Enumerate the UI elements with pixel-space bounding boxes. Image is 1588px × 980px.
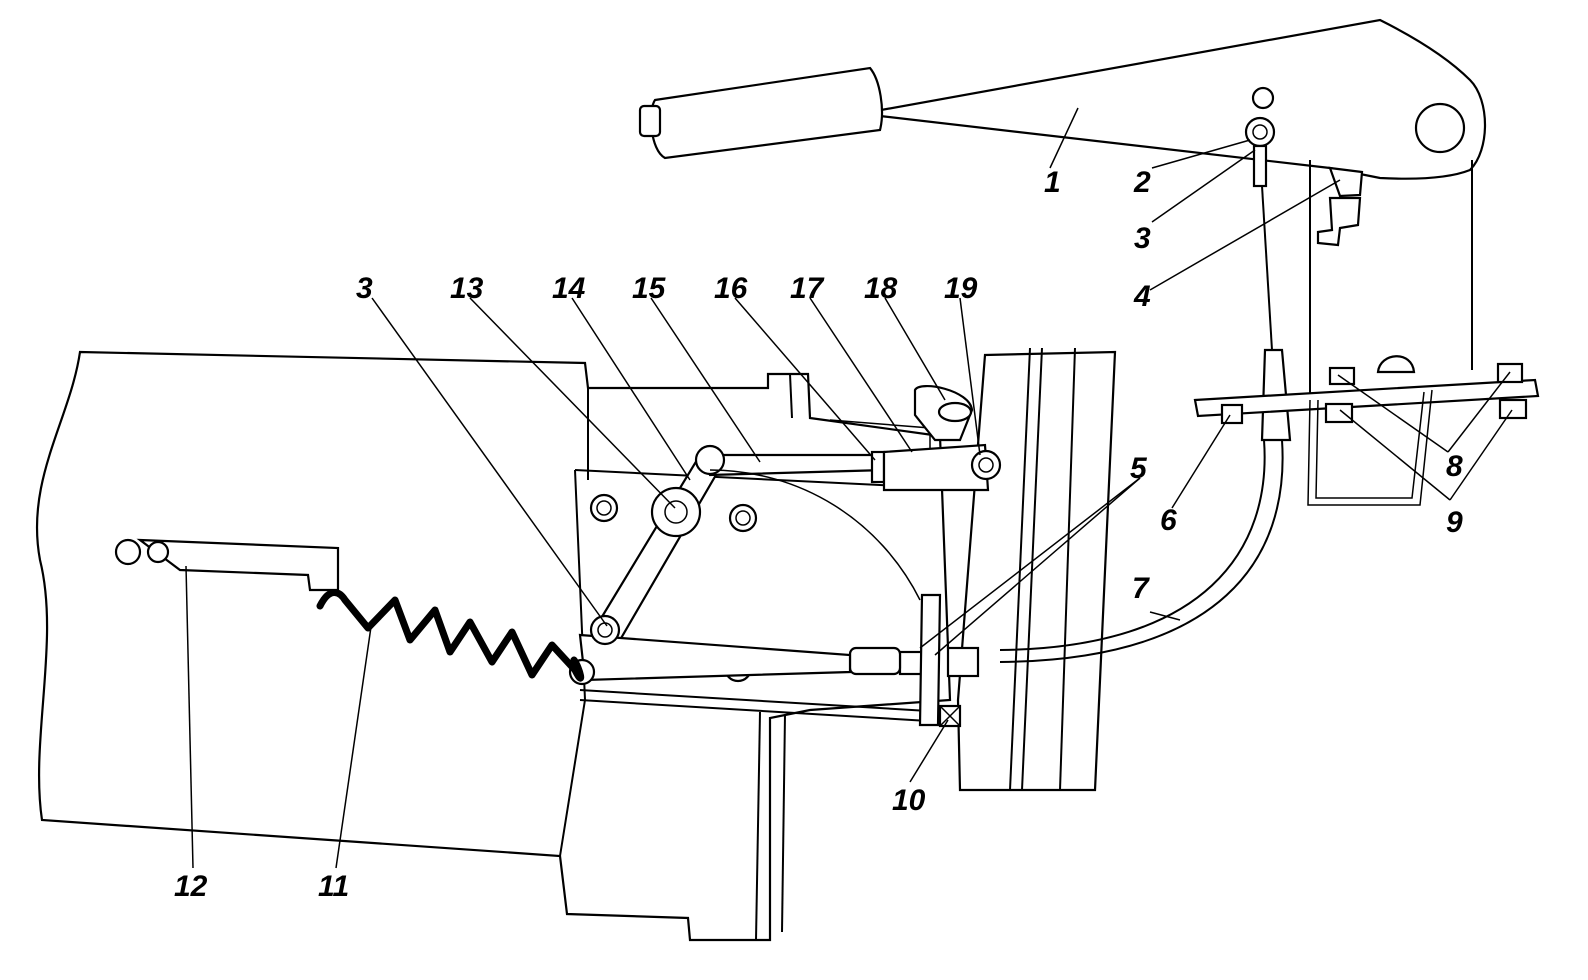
label-6: 6 <box>1160 504 1177 537</box>
label-10: 10 <box>892 784 926 817</box>
gearbox-housing <box>35 350 952 942</box>
label-11: 11 <box>318 870 349 903</box>
label-1: 1 <box>1044 166 1061 199</box>
label-8: 8 <box>1446 450 1463 483</box>
label-15: 15 <box>632 272 667 305</box>
label-4: 4 <box>1133 280 1151 313</box>
spring-11 <box>316 589 585 682</box>
label-14: 14 <box>552 272 586 305</box>
label-19: 19 <box>944 272 978 305</box>
part-labels: 1 2 3 4 3 13 14 15 16 17 18 19 5 6 7 8 9… <box>174 166 1463 903</box>
leader-lines <box>185 107 1513 869</box>
clevis <box>870 385 1002 492</box>
label-3-upper: 3 <box>1134 222 1151 255</box>
upper-cable <box>1261 185 1273 351</box>
lever-pin <box>1244 116 1276 188</box>
label-5: 5 <box>1130 452 1148 485</box>
label-18: 18 <box>864 272 898 305</box>
bolt-10 <box>938 704 962 728</box>
rod-12 <box>114 538 340 592</box>
ratchet-pawl <box>1316 166 1364 247</box>
label-2: 2 <box>1133 166 1151 199</box>
handbrake-lever <box>638 18 1486 398</box>
cable-sheath-7b <box>999 439 1266 651</box>
label-17: 17 <box>790 272 825 305</box>
mounting-bracket <box>1193 355 1540 506</box>
cable-end-fitting <box>848 593 980 727</box>
cable-sheath-7 <box>999 439 1284 663</box>
label-16: 16 <box>714 272 748 305</box>
brake-drum <box>956 347 1117 792</box>
label-13: 13 <box>450 272 484 305</box>
label-12: 12 <box>174 870 208 903</box>
label-9: 9 <box>1446 506 1463 539</box>
label-3-lower: 3 <box>356 272 373 305</box>
label-7: 7 <box>1132 572 1150 605</box>
linkage <box>568 444 921 686</box>
